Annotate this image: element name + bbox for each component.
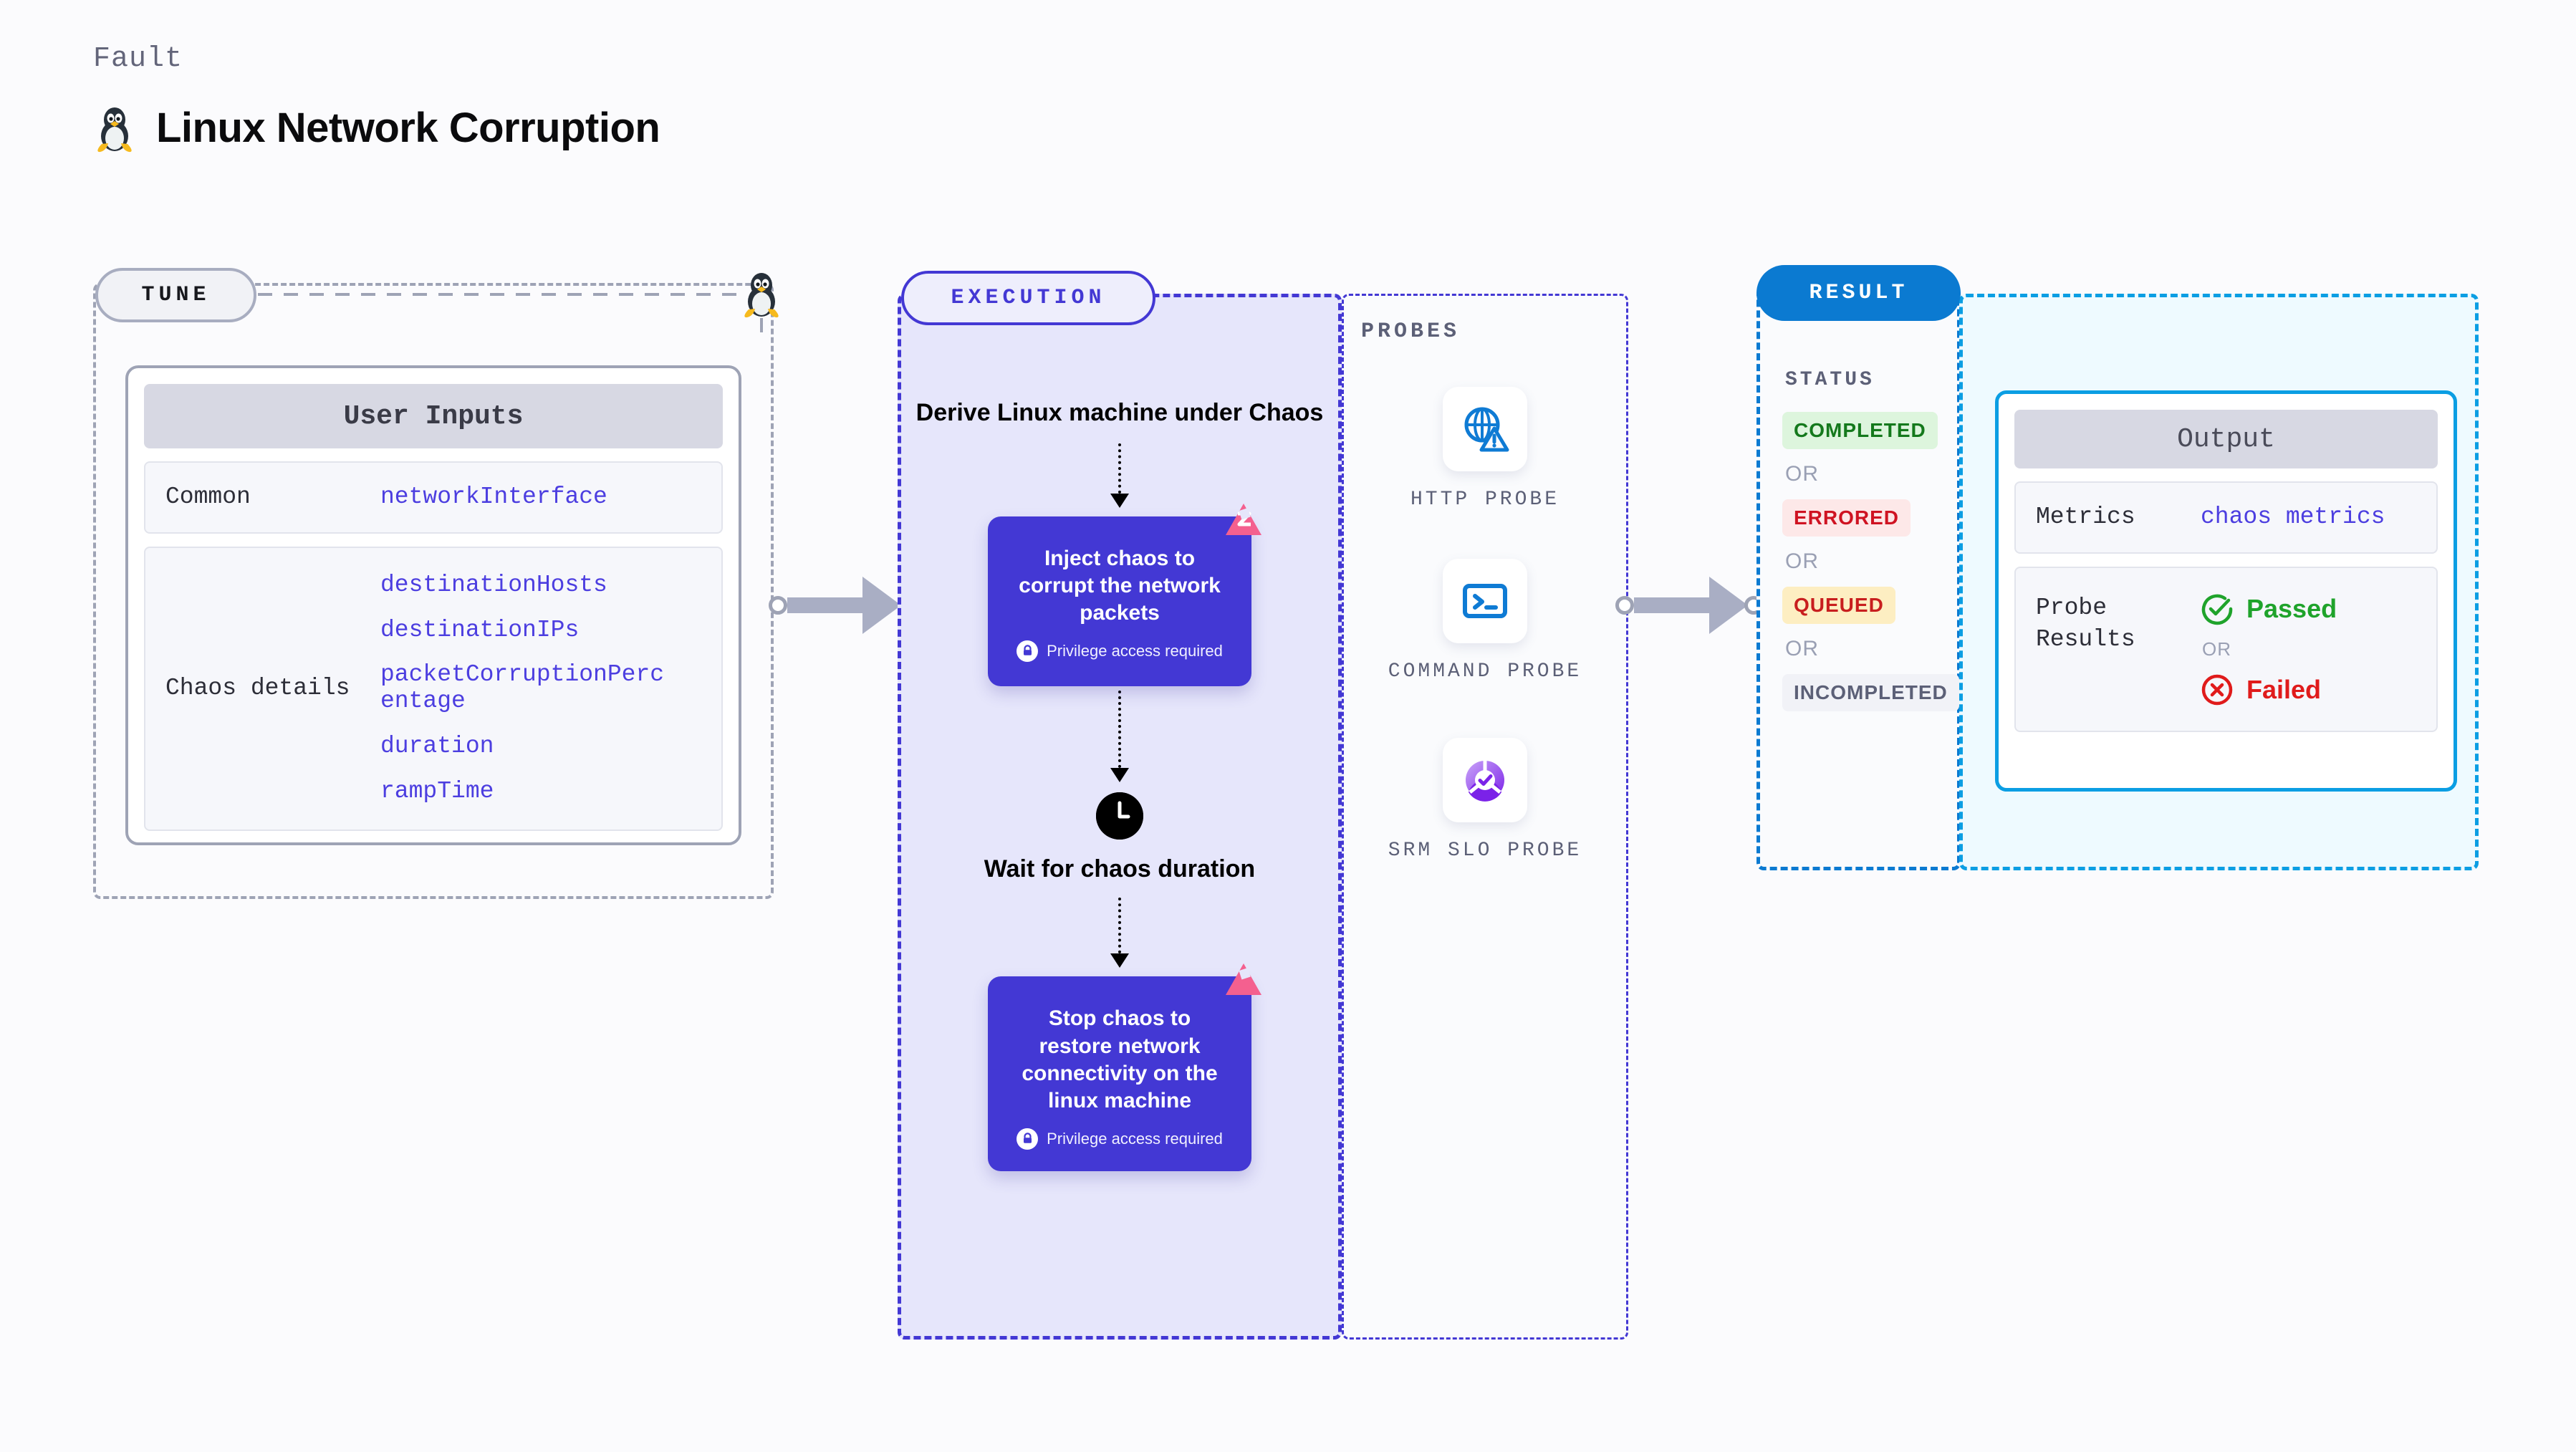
lock-icon <box>1017 1128 1039 1150</box>
connector-arrowhead <box>1709 577 1748 634</box>
probe-result-failed-label: Failed <box>2246 674 2322 704</box>
step-stop-title: Stop chaos to restore network connectivi… <box>1022 1006 1218 1113</box>
status-badge-completed: COMPLETED <box>1782 412 1938 449</box>
probe-caption: COMMAND PROBE <box>1388 660 1582 683</box>
litmus-chaos-icon <box>1226 503 1261 535</box>
check-circle-icon <box>2201 594 2233 625</box>
tune-row-values: networkInterface <box>380 484 607 511</box>
privilege-label: Privilege access required <box>1047 641 1223 660</box>
connector-line <box>787 597 862 613</box>
output-card: Output Metrics chaos metrics Probe Resul… <box>1995 390 2457 792</box>
tune-param[interactable]: destinationHosts <box>380 571 607 598</box>
tune-row-common: Common networkInterface <box>144 461 723 534</box>
tune-dashed-connector <box>258 293 745 296</box>
probe-caption: SRM SLO PROBE <box>1388 840 1582 862</box>
page-header: Fault Linux Network Corruption <box>93 43 660 153</box>
or-separator: OR <box>2202 638 2231 660</box>
connector-dot <box>1615 596 1634 615</box>
result-badge: RESULT <box>1756 265 1961 321</box>
tune-param[interactable]: duration <box>380 733 494 760</box>
flow-connector <box>1118 898 1121 954</box>
execution-badge: EXECUTION <box>901 271 1155 325</box>
output-title: Output <box>2014 410 2438 468</box>
status-list: COMPLETED OR ERRORED OR QUEUED OR INCOMP… <box>1782 412 1959 711</box>
or-separator: OR <box>1785 462 1819 486</box>
step-inject-title: Inject chaos to corrupt the network pack… <box>1019 546 1221 625</box>
privilege-label: Privilege access required <box>1047 1129 1223 1148</box>
probe-caption: HTTP PROBE <box>1410 489 1560 511</box>
tune-row-key: Common <box>165 484 251 510</box>
result-panel <box>1756 287 1961 870</box>
tune-param[interactable]: destinationIPs <box>380 616 580 643</box>
probe-result-failed: Failed <box>2201 673 2337 706</box>
page-title: Linux Network Corruption <box>156 104 660 151</box>
step-stop-chaos-box[interactable]: Stop chaos to restore network connectivi… <box>988 963 1261 1171</box>
execution-flow: Derive Linux machine under Chaos Inject … <box>898 294 1342 1171</box>
or-separator: OR <box>1785 549 1819 573</box>
connector-tune-to-execution <box>769 577 916 634</box>
tune-panel <box>93 283 774 899</box>
probe-result-passed-label: Passed <box>2246 593 2337 623</box>
output-row-key: Probe Results <box>2036 594 2135 653</box>
connector-arrowhead <box>862 577 901 634</box>
flow-arrowhead <box>1110 493 1129 508</box>
probe-result-passed: Passed <box>2201 592 2337 625</box>
or-separator: OR <box>1785 637 1819 660</box>
output-row-probe-results: Probe Results Passed OR Failed <box>2014 566 2438 732</box>
user-inputs-title: User Inputs <box>144 384 723 448</box>
lock-icon <box>1017 640 1039 662</box>
tune-param[interactable]: rampTime <box>380 778 494 805</box>
privilege-row: Privilege access required <box>1009 640 1230 662</box>
probe-item-http[interactable]: HTTP PROBE <box>1342 387 1628 513</box>
user-inputs-card: User Inputs Common networkInterface Chao… <box>125 365 741 845</box>
flow-arrowhead <box>1110 767 1129 782</box>
flow-arrowhead <box>1110 953 1129 968</box>
step-inject-chaos-box[interactable]: Inject chaos to corrupt the network pack… <box>988 503 1261 686</box>
tune-param[interactable]: networkInterface <box>380 483 607 510</box>
status-badge-queued: QUEUED <box>1782 587 1895 624</box>
tune-param[interactable]: packetCorruptionPercentage <box>380 661 665 715</box>
output-row-metrics: Metrics chaos metrics <box>2014 481 2438 554</box>
status-section-label: STATUS <box>1785 369 1875 391</box>
globe-warning-icon <box>1443 387 1527 471</box>
connector-execution-to-result <box>1615 577 1763 634</box>
output-row-key: Metrics <box>2036 504 2135 530</box>
slo-check-icon <box>1443 738 1527 822</box>
step-wait-label: Wait for chaos duration <box>984 855 1256 883</box>
status-badge-incompleted: INCOMPLETED <box>1782 674 1959 711</box>
probe-results-values: Passed OR Failed <box>2201 592 2337 706</box>
tune-row-key: Chaos details <box>165 675 350 702</box>
linux-penguin-icon <box>97 107 132 153</box>
tune-row-values: destinationHosts destinationIPs packetCo… <box>380 572 667 806</box>
tune-penguin-icon <box>744 273 779 332</box>
title-row: Linux Network Corruption <box>93 102 660 153</box>
tune-row-chaos-details: Chaos details destinationHosts destinati… <box>144 546 723 832</box>
probes-section-label: PROBES <box>1361 319 1461 344</box>
flow-connector <box>1118 443 1121 494</box>
flow-connector <box>1118 690 1121 768</box>
tune-badge: TUNE <box>95 268 256 322</box>
status-badge-errored: ERRORED <box>1782 499 1911 537</box>
litmus-chaos-icon <box>1226 963 1261 996</box>
step-derive-label: Derive Linux machine under Chaos <box>915 399 1324 426</box>
probe-item-command[interactable]: COMMAND PROBE <box>1342 559 1628 685</box>
output-metrics-value[interactable]: chaos metrics <box>2201 503 2385 530</box>
probe-item-srm-slo[interactable]: SRM SLO PROBE <box>1342 738 1628 864</box>
connector-line <box>1634 597 1709 613</box>
privilege-row: Privilege access required <box>1009 1128 1230 1150</box>
connector-dot <box>769 596 787 615</box>
x-circle-icon <box>2201 674 2233 705</box>
fault-kicker: Fault <box>93 43 183 75</box>
clock-icon <box>1096 792 1143 840</box>
terminal-prompt-icon <box>1443 559 1527 643</box>
